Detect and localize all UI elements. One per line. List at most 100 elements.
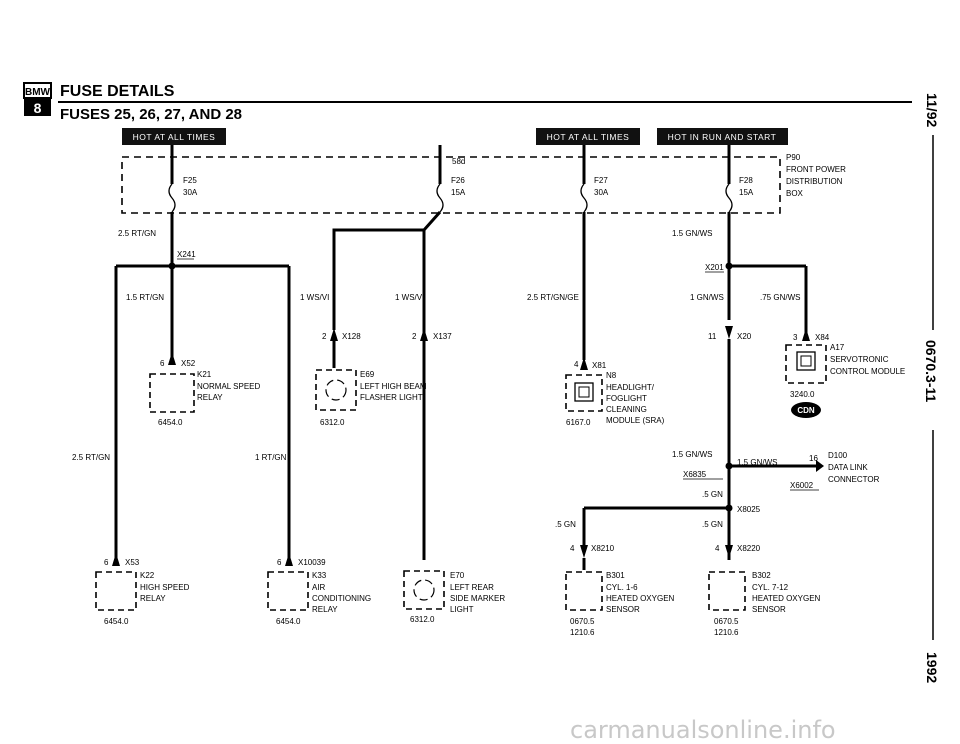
svg-text:6167.0: 6167.0 (566, 418, 591, 427)
svg-text:15A: 15A (451, 188, 466, 197)
connector-x137: 2 X137 (412, 328, 452, 341)
circuit-f25 (114, 212, 291, 562)
wire-label-14: .5 GN (702, 520, 723, 529)
svg-text:MODULE (SRA): MODULE (SRA) (606, 416, 665, 425)
svg-text:HOT IN RUN AND START: HOT IN RUN AND START (668, 132, 777, 142)
svg-text:HEATED OXYGEN: HEATED OXYGEN (606, 594, 675, 603)
svg-text:CLEANING: CLEANING (606, 405, 647, 414)
svg-text:3240.0: 3240.0 (790, 390, 815, 399)
svg-text:HEATED OXYGEN: HEATED OXYGEN (752, 594, 821, 603)
svg-text:DATA LINK: DATA LINK (828, 463, 868, 472)
circuit-f26 (332, 211, 442, 560)
svg-text:RELAY: RELAY (312, 605, 338, 614)
connector-x201: X201 (705, 263, 724, 272)
page-subtitle: FUSES 25, 26, 27, AND 28 (60, 106, 242, 123)
svg-text:30A: 30A (594, 188, 609, 197)
svg-text:F25: F25 (183, 176, 197, 185)
svg-text:2: 2 (412, 332, 417, 341)
svg-text:SENSOR: SENSOR (752, 605, 786, 614)
svg-text:1210.6: 1210.6 (570, 628, 595, 637)
svg-text:NORMAL SPEED: NORMAL SPEED (197, 382, 260, 391)
svg-text:SERVOTRONIC: SERVOTRONIC (830, 355, 889, 364)
banner-hot-run-start: HOT IN RUN AND START (657, 128, 788, 145)
svg-text:6312.0: 6312.0 (320, 418, 345, 427)
svg-text:F28: F28 (739, 176, 753, 185)
svg-text:6454.0: 6454.0 (104, 617, 129, 626)
watermark: carmanualsonline.info (570, 716, 836, 744)
banner-hot-all-left: HOT AT ALL TIMES (122, 128, 226, 145)
side-year: 1992 (924, 652, 940, 683)
component-k21: 6 X52 K21 NORMAL SPEED RELAY 6454.0 (149, 352, 260, 427)
fuse-f26: F26 15A (436, 145, 466, 213)
svg-text:K33: K33 (312, 571, 327, 580)
svg-text:X137: X137 (433, 332, 452, 341)
fuse-f27: F27 30A (580, 145, 609, 213)
svg-text:X8210: X8210 (591, 544, 615, 553)
svg-text:0670.5: 0670.5 (570, 617, 595, 626)
component-b301: 4 X8210 B301 CYL. 1-6 HEATED OXYGEN SENS… (565, 544, 675, 637)
bmw-logo: BMW 8 (23, 82, 52, 116)
svg-text:6312.0: 6312.0 (410, 615, 435, 624)
wire-label-6: 1.5 GN/WS (672, 229, 712, 238)
bus-label: 58d (452, 157, 465, 166)
svg-text:X6002: X6002 (790, 481, 814, 490)
connector-x6835: X6835 (683, 470, 707, 479)
svg-text:HOT AT ALL TIMES: HOT AT ALL TIMES (133, 132, 216, 142)
svg-text:0670.5: 0670.5 (714, 617, 739, 626)
svg-text:AIR: AIR (312, 583, 326, 592)
svg-text:X84: X84 (815, 333, 830, 342)
svg-text:2: 2 (322, 332, 327, 341)
wire-label-15: .5 GN (555, 520, 576, 529)
svg-text:CONNECTOR: CONNECTOR (828, 475, 880, 484)
side-page-number: 0670.3-11 (923, 340, 939, 402)
svg-text:CONDITIONING: CONDITIONING (312, 594, 371, 603)
svg-text:X128: X128 (342, 332, 361, 341)
wire-label-11: 1.5 GN/WS (672, 450, 712, 459)
svg-text:N8: N8 (606, 371, 617, 380)
svg-text:B302: B302 (752, 571, 771, 580)
component-d100: 1.5 GN/WS 16 X6002 D100 DATA LINK CONNEC… (737, 451, 880, 491)
svg-text:X81: X81 (592, 361, 607, 370)
connector-x8025: X8025 (737, 505, 761, 514)
component-b302: 4 X8220 B302 CYL. 7-12 HEATED OXYGEN SEN… (708, 544, 821, 637)
logo-model-text: 8 (34, 100, 42, 116)
wire-label-2: 1.5 RT/GN (126, 293, 164, 302)
svg-text:CONTROL MODULE: CONTROL MODULE (830, 367, 905, 376)
svg-text:CYL. 1-6: CYL. 1-6 (606, 583, 638, 592)
cdn-badge: CDN (797, 406, 815, 415)
svg-text:HEADLIGHT/: HEADLIGHT/ (606, 383, 655, 392)
svg-text:6454.0: 6454.0 (276, 617, 301, 626)
svg-text:3: 3 (793, 333, 798, 342)
wire-label-5: 2.5 RT/GN/GE (527, 293, 579, 302)
svg-text:4: 4 (574, 360, 579, 369)
wire-label-3: 1 WS/VI (300, 293, 329, 302)
connector-x20: X20 (737, 332, 752, 341)
svg-text:FLASHER LIGHT: FLASHER LIGHT (360, 393, 423, 402)
fuse-box-label-3: BOX (786, 189, 804, 198)
svg-text:LEFT REAR: LEFT REAR (450, 583, 494, 592)
svg-text:A17: A17 (830, 343, 845, 352)
svg-text:LEFT HIGH BEAM: LEFT HIGH BEAM (360, 382, 427, 391)
svg-text:X8220: X8220 (737, 544, 761, 553)
component-e69: 2 X128 E69 LEFT HIGH BEAM FLASHER LIGHT … (315, 328, 427, 427)
component-e70: E70 LEFT REAR SIDE MARKER LIGHT 6312.0 (403, 570, 505, 624)
svg-text:4: 4 (570, 544, 575, 553)
circuit-f28 (580, 212, 816, 570)
fuse-f28: F28 15A (725, 145, 754, 213)
wire-label-12: 1.5 GN/WS (737, 458, 777, 467)
svg-text:X53: X53 (125, 558, 140, 567)
svg-text:6: 6 (277, 558, 282, 567)
fuse-box-label-2: DISTRIBUTION (786, 177, 843, 186)
svg-text:HIGH SPEED: HIGH SPEED (140, 583, 190, 592)
svg-text:D100: D100 (828, 451, 848, 460)
svg-text:6454.0: 6454.0 (158, 418, 183, 427)
side-date: 11/92 (924, 93, 940, 127)
wire-label-4: 1 WS/VI (395, 293, 424, 302)
fuse-box-id: P90 (786, 153, 801, 162)
page-title: FUSE DETAILS (60, 83, 175, 100)
wire-label-7: 1 GN/WS (690, 293, 724, 302)
svg-text:X52: X52 (181, 359, 196, 368)
svg-text:LIGHT: LIGHT (450, 605, 474, 614)
svg-text:30A: 30A (183, 188, 198, 197)
